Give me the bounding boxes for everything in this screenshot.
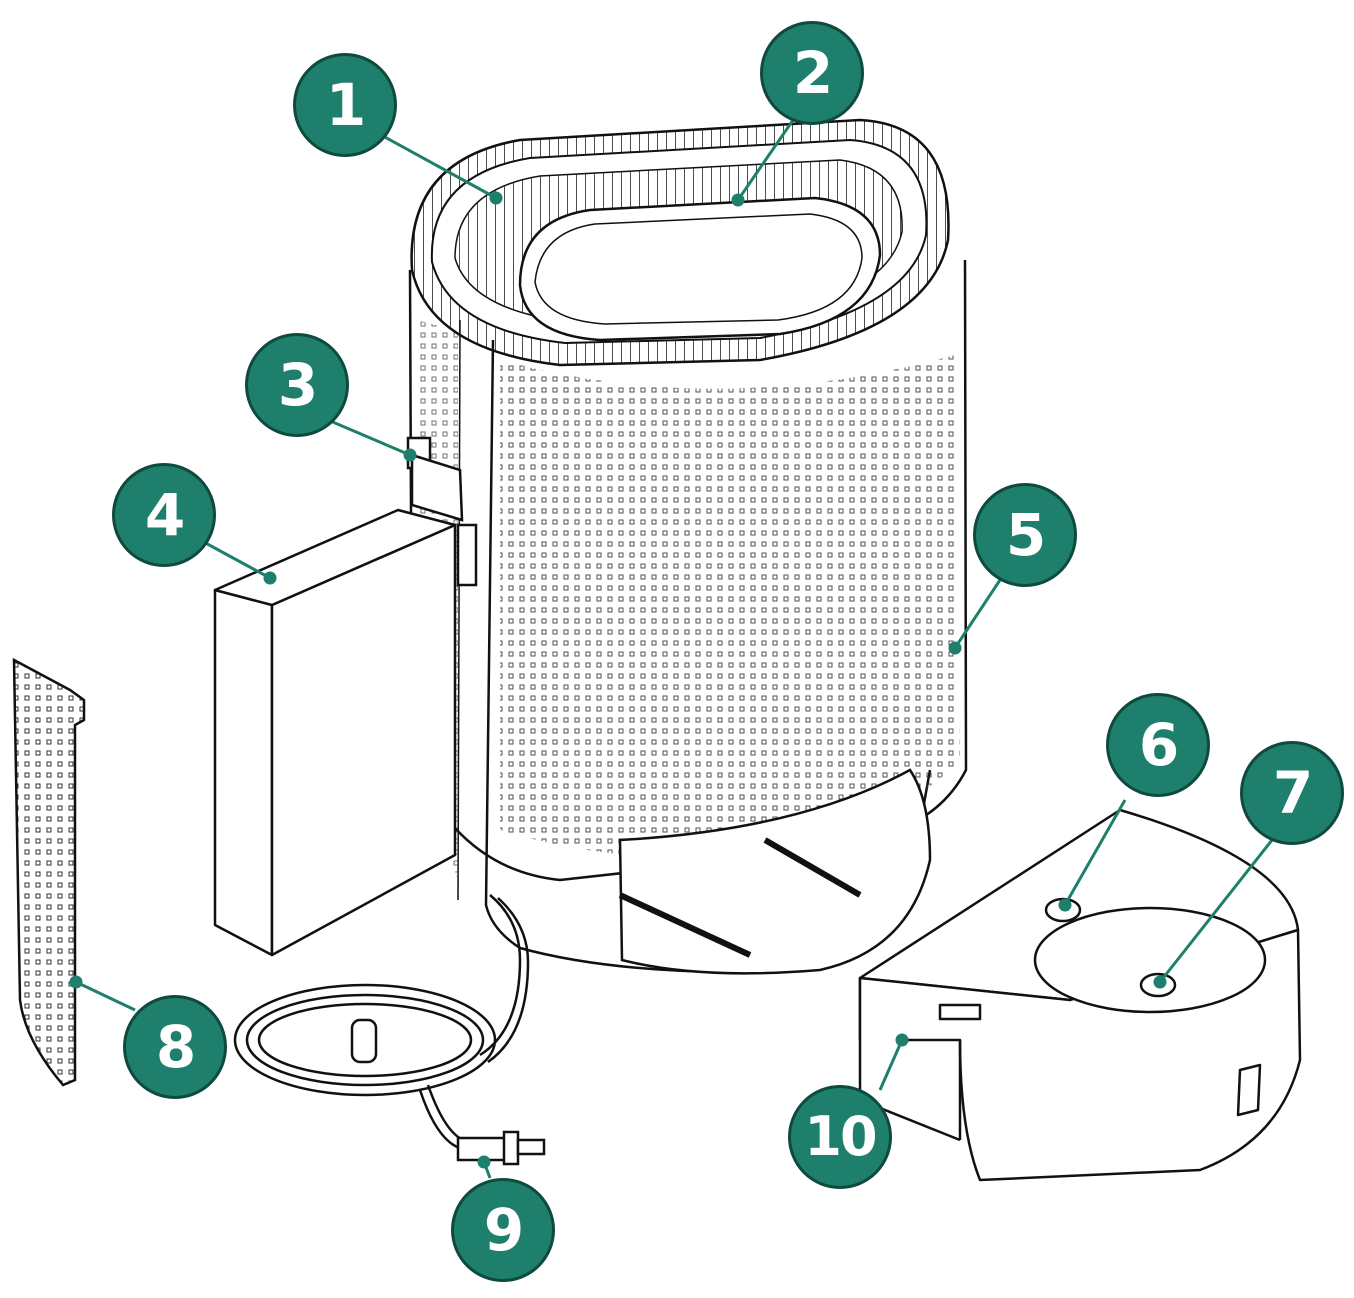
callout-number: 5 bbox=[1005, 501, 1046, 569]
callout-badge-8: 8 bbox=[123, 995, 227, 1099]
leader-3 bbox=[327, 418, 411, 457]
power-cord bbox=[233, 894, 546, 1166]
callout-badge-10: 10 bbox=[788, 1085, 892, 1189]
callout-number: 4 bbox=[144, 481, 185, 549]
side-slot bbox=[406, 436, 478, 587]
callout-badge-1: 1 bbox=[293, 53, 397, 157]
side-panel bbox=[12, 657, 86, 1087]
leader-8 bbox=[75, 980, 136, 1012]
callout-badge-9: 9 bbox=[451, 1178, 555, 1282]
callout-badge-2: 2 bbox=[760, 21, 864, 125]
tank-cavity bbox=[618, 768, 932, 975]
callout-badge-3: 3 bbox=[245, 333, 349, 437]
callout-number: 10 bbox=[804, 1105, 877, 1168]
water-tank bbox=[858, 808, 1302, 1182]
callout-number: 6 bbox=[1138, 711, 1179, 779]
callout-badge-6: 6 bbox=[1106, 693, 1210, 797]
callout-number: 1 bbox=[325, 71, 366, 139]
leader-4 bbox=[199, 538, 271, 580]
callout-badge-5: 5 bbox=[973, 483, 1077, 587]
leader-5 bbox=[953, 579, 1002, 649]
callout-number: 2 bbox=[792, 39, 833, 107]
callout-number: 3 bbox=[277, 351, 318, 419]
callout-number: 9 bbox=[483, 1196, 524, 1264]
leader-7 bbox=[1158, 839, 1274, 983]
callout-number: 7 bbox=[1272, 759, 1313, 827]
leader-1 bbox=[371, 128, 497, 200]
callout-badge-7: 7 bbox=[1240, 741, 1344, 845]
callout-badge-4: 4 bbox=[112, 463, 216, 567]
callout-number: 8 bbox=[155, 1013, 196, 1081]
leader-10 bbox=[878, 1039, 904, 1091]
top-cover bbox=[518, 196, 882, 342]
leader-lines bbox=[69, 109, 1274, 1179]
leader-2 bbox=[736, 109, 802, 201]
filter-box bbox=[213, 508, 457, 957]
leader-6 bbox=[1063, 799, 1127, 906]
